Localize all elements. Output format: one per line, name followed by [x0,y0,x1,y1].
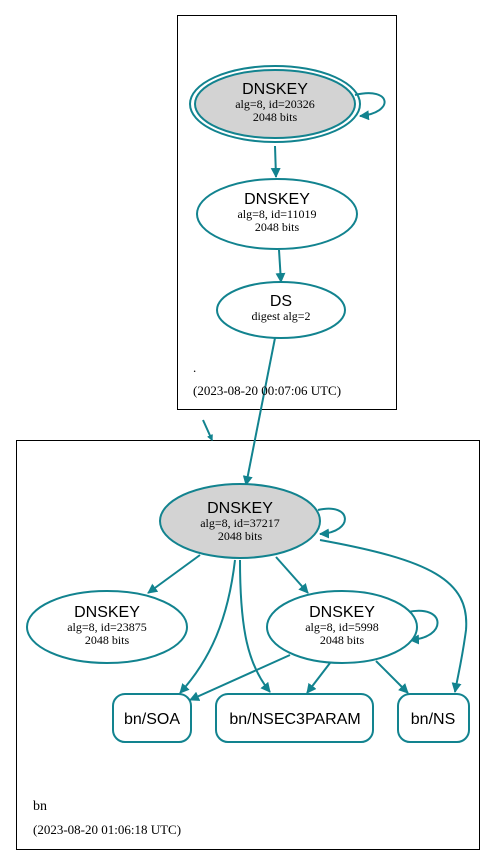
bn-zone-box [16,440,480,850]
root-ksk-type: DNSKEY [242,81,308,98]
edge-bn-ksk-nsec3param [239,559,271,693]
root-ksk-params: alg=8, id=20326 [235,97,315,111]
bn-ksk-size: 2048 bits [218,529,263,543]
root-zsk-params: alg=8, id=11019 [237,207,316,221]
root-ksk-node: DNSKEY alg=8, id=20326 2048 bits [189,65,361,143]
root-ds-params: digest alg=2 [251,309,310,323]
bn-ksk-type: DNSKEY [207,500,273,517]
edge-bn-ksk-soa [179,559,236,694]
root-zsk-node: DNSKEY alg=8, id=11019 2048 bits [196,178,358,250]
bn-key-a-size: 2048 bits [85,633,130,647]
root-zone-timestamp: (2023-08-20 00:07:06 UTC) [193,383,341,398]
bn-soa-node: bn/SOA [112,693,192,743]
bn-key-b-params: alg=8, id=5998 [305,620,379,634]
edge-bn-ksk-ns [319,539,468,693]
bn-ns-label: bn/NS [411,711,455,728]
bn-key-b-size: 2048 bits [320,633,365,647]
edge-bn-ksk-self [317,507,346,539]
edge-key-b-soa [189,654,291,701]
bn-ns-node: bn/NS [397,693,470,743]
edge-root-ksk-zsk [270,145,281,178]
bn-zone-name: bn [33,799,47,814]
bn-key-a-type: DNSKEY [74,604,140,621]
root-ds-node: DS digest alg=2 [216,281,346,339]
edge-key-b-nsec3param [306,662,331,694]
root-zone-box [177,15,397,410]
bn-soa-label: bn/SOA [124,711,180,728]
bn-key-b-type: DNSKEY [309,604,375,621]
edge-ds-bn-ksk [242,337,276,486]
edge-root-zsk-ds [275,249,286,283]
bn-key-a-node: DNSKEY alg=8, id=23875 2048 bits [26,590,188,664]
edge-key-b-self [407,609,439,645]
root-ds-type: DS [270,293,292,310]
bn-ksk-node: DNSKEY alg=8, id=37217 2048 bits [159,483,321,559]
bn-key-a-params: alg=8, id=23875 [67,620,147,634]
bn-ksk-params: alg=8, id=37217 [200,516,280,530]
edge-bn-ksk-key-a [147,554,201,594]
bn-key-b-node: DNSKEY alg=8, id=5998 2048 bits [266,590,418,664]
root-ksk-size: 2048 bits [253,110,298,124]
root-zsk-type: DNSKEY [244,191,310,208]
delegation-arrow [202,419,213,442]
bn-zone-timestamp: (2023-08-20 01:06:18 UTC) [33,822,181,837]
root-zsk-size: 2048 bits [255,220,300,234]
bn-nsec3param-node: bn/NSEC3PARAM [215,693,374,743]
bn-nsec3param-label: bn/NSEC3PARAM [229,711,360,728]
edge-root-ksk-self [354,92,386,121]
edge-key-b-ns [375,660,409,694]
root-zone-name: . [193,360,196,375]
edge-bn-ksk-key-b [275,556,309,594]
